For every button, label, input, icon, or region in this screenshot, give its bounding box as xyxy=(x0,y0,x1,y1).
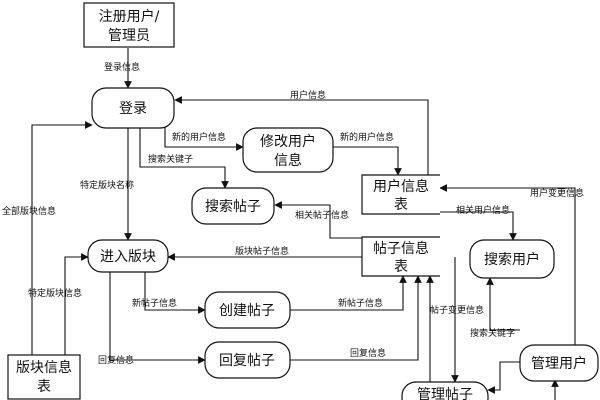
node-create-post-label: 创建帖子 xyxy=(219,303,275,319)
node-manage-posts: 管理帖子 xyxy=(401,381,489,400)
label-search-keyword: 搜索关键子 xyxy=(148,153,193,165)
label-search-keyword-2: 搜索关键字 xyxy=(470,327,515,339)
edge-section-login xyxy=(31,121,93,355)
node-user-info-table: 用户信息 表 xyxy=(361,174,440,215)
node-usertable-line2: 表 xyxy=(394,197,408,213)
label-all-section-info: 全部版块信息 xyxy=(2,205,56,217)
edge-modify-usertable xyxy=(333,146,402,176)
node-section-info-table: 版块信息 表 xyxy=(7,354,81,400)
node-section-line2: 表 xyxy=(37,379,51,395)
label-new-user-info-2: 新的用户信息 xyxy=(340,131,394,143)
node-reply-post: 回复帖子 xyxy=(204,341,291,379)
edge-admin-usertable xyxy=(439,184,576,345)
edge-posttable-searchposts xyxy=(274,201,362,239)
node-admin-user-label: 管理用户 xyxy=(531,355,587,372)
edge-labels: 登录信息 用户信息 新的用户信息 新的用户信息 搜索关键子 特定版块名称 相关帖… xyxy=(2,61,584,366)
node-register-line1: 注册用户/ xyxy=(99,8,160,25)
edge-usertable-login xyxy=(174,96,429,175)
node-enter-section-label: 进入版块 xyxy=(100,249,156,265)
label-specific-section-info: 特定版块信息 xyxy=(28,287,82,299)
label-reply-info-2: 回复信息 xyxy=(350,347,386,359)
node-register-admin: 注册用户/ 管理员 xyxy=(83,2,175,48)
node-reply-post-label: 回复帖子 xyxy=(219,352,275,369)
node-search-users-label: 搜索用户 xyxy=(484,251,540,268)
node-search-posts: 搜索帖子 xyxy=(191,187,275,225)
label-new-user-info-1: 新的用户信息 xyxy=(172,131,226,143)
node-modify-user: 修改用户 信息 xyxy=(242,127,334,173)
label-login-info: 登录信息 xyxy=(104,61,140,73)
node-login: 登录 xyxy=(91,87,175,129)
node-search-users: 搜索用户 xyxy=(469,239,555,279)
label-related-post-info: 相关帖子信息 xyxy=(295,209,349,221)
label-reply-info-1: 回复信息 xyxy=(98,354,134,366)
edge-usertable-searchusers xyxy=(440,211,517,241)
node-enter-section: 进入版块 xyxy=(87,239,169,273)
node-posttable-line2: 表 xyxy=(394,259,408,275)
edge-admin-searchusers xyxy=(486,277,520,331)
label-specific-section-name: 特定版块名称 xyxy=(80,179,134,191)
node-register-line2: 管理员 xyxy=(108,28,150,44)
edge-login-searchposts xyxy=(139,128,229,189)
edge-enter-reply xyxy=(109,272,206,364)
node-post-info-table: 帖子信息 表 xyxy=(361,236,440,277)
label-related-user-info: 相关用户信息 xyxy=(456,204,510,216)
node-modify-line1: 修改用户 xyxy=(260,133,316,150)
node-manage-posts-label: 管理帖子 xyxy=(417,387,473,400)
label-new-post-info-2: 新帖子信息 xyxy=(338,297,383,309)
label-user-info: 用户信息 xyxy=(290,89,326,101)
edge-create-posttable xyxy=(290,275,407,311)
label-new-post-info-1: 新帖子信息 xyxy=(132,297,177,309)
node-modify-line2: 信息 xyxy=(274,152,302,169)
edges xyxy=(31,48,576,400)
node-posttable-line1: 帖子信息 xyxy=(373,240,429,257)
label-user-change-info: 用户变更信息 xyxy=(530,187,584,199)
node-usertable-line1: 用户信息 xyxy=(373,178,429,195)
node-create-post: 创建帖子 xyxy=(204,291,291,329)
node-search-posts-label: 搜索帖子 xyxy=(205,198,261,215)
node-admin-user: 管理用户 xyxy=(519,344,599,382)
edge-enter-create xyxy=(144,272,206,314)
edge-reply-posttable xyxy=(290,275,422,361)
node-login-label: 登录 xyxy=(119,101,147,117)
label-section-post-info: 版块帖子信息 xyxy=(235,245,289,257)
node-section-line1: 版块信息 xyxy=(16,359,72,376)
label-post-change-info: 帖子变更信息 xyxy=(430,304,484,316)
edge-section-enter xyxy=(64,253,89,355)
edge-admin-manageposts xyxy=(487,361,520,394)
